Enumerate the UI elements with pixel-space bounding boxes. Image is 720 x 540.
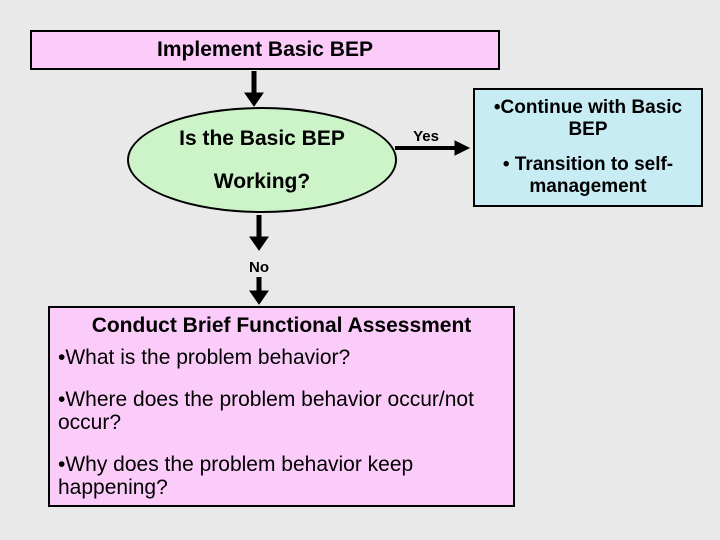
outcome-item-continue-line-1: •Continue with Basic bbox=[493, 97, 683, 118]
assessment-bullet-where: •Where does the problem behavior occur/n… bbox=[58, 388, 474, 434]
assessment-box-title: Conduct Brief Functional Assessment bbox=[91, 314, 472, 337]
start-box-implement-basic-bep: Implement Basic BEP bbox=[30, 30, 500, 70]
assessment-box-brief-functional-assessment: Conduct Brief Functional Assessment •Wha… bbox=[48, 306, 515, 507]
arrow-decision-to-no bbox=[249, 215, 269, 251]
outcome-item-continue: •Continue with Basic BEP bbox=[494, 97, 682, 141]
start-box-label: Implement Basic BEP bbox=[157, 38, 373, 61]
decision-ellipse-is-bep-working: Is the Basic BEP Working? bbox=[127, 107, 397, 213]
assessment-bullet-what: •What is the problem behavior? bbox=[58, 346, 351, 369]
outcome-item-transition: • Transition to self- management bbox=[503, 154, 673, 198]
yes-branch-label: Yes bbox=[413, 128, 439, 145]
outcome-item-transition-line-1: • Transition to self- bbox=[502, 154, 674, 175]
decision-line-1: Is the Basic BEP bbox=[179, 127, 345, 150]
no-branch-label: No bbox=[249, 259, 269, 276]
decision-line-2: Working? bbox=[213, 170, 311, 193]
outcome-item-continue-line-2: BEP bbox=[568, 119, 608, 140]
arrow-start-to-decision bbox=[244, 71, 264, 107]
outcome-box-continue-bep: •Continue with Basic BEP • Transition to… bbox=[473, 88, 703, 207]
assessment-bullet-why: •Why does the problem behavior keep happ… bbox=[58, 453, 414, 499]
outcome-item-transition-line-2: management bbox=[529, 176, 647, 197]
arrow-no-to-assessment bbox=[249, 277, 269, 305]
